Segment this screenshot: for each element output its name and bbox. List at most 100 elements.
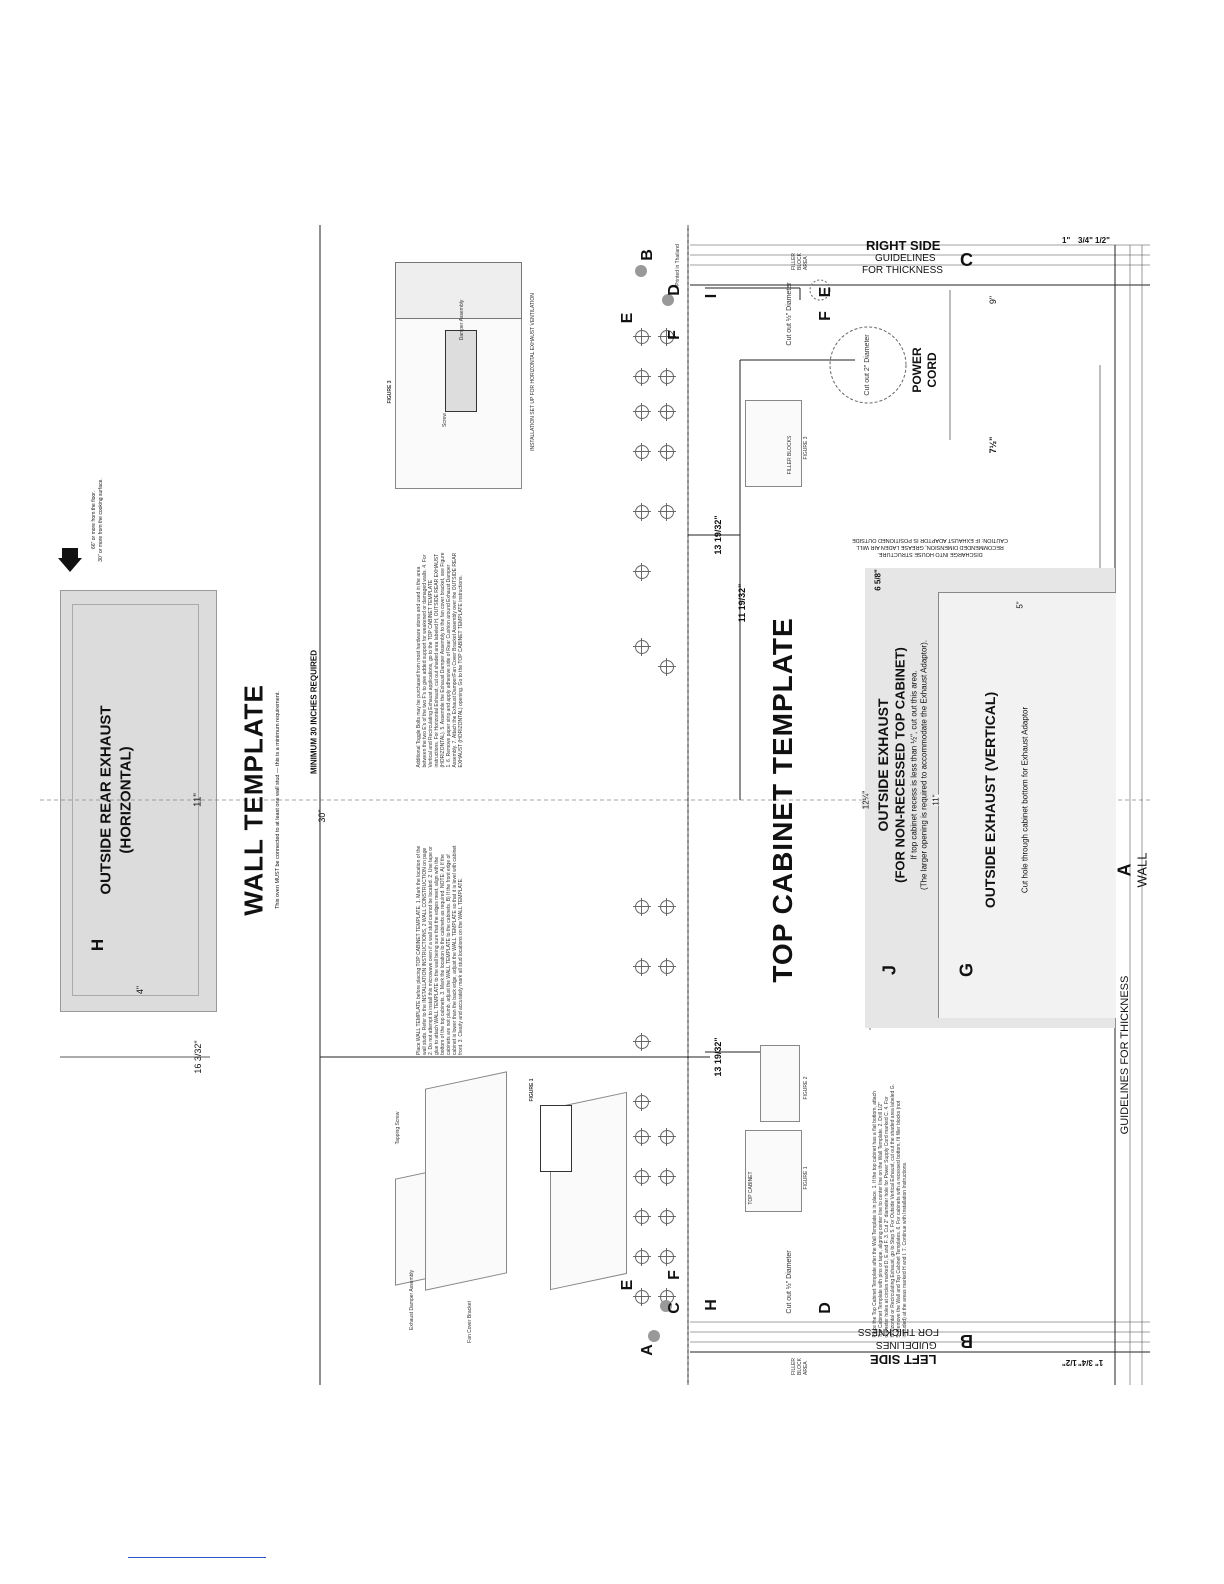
right-side-title: RIGHT SIDE [866,238,941,253]
left-side-line3: FOR THICKNESS [858,1326,939,1337]
mounting-hole [658,443,676,461]
letter-e-top: E [619,312,636,324]
zone-j-dim-6: 6 5/8" [873,569,883,591]
mounting-hole [633,638,651,656]
mounting-hole [633,1248,651,1266]
power-cutout-label: Cut out 2" Diameter [864,334,871,396]
mounting-hole-filled [662,294,674,306]
letter-d-cabinet: D [817,1302,834,1314]
dim-11-19: 11 19/32" [737,583,747,623]
figure-1-bracket [425,1071,507,1291]
letter-i: I [703,293,720,299]
wall-letter: A [1114,863,1135,877]
right-side-line2: GUIDELINES [875,253,936,264]
zone-j-line1: OUTSIDE EXHAUST [875,698,891,832]
mounting-hole [658,1128,676,1146]
right-side-line3: FOR THICKNESS [862,265,943,276]
figure-2-cabinet-label: FIGURE 2 [803,1076,809,1100]
letter-h-cabinet: H [703,1299,720,1311]
power-dim-9: 9" [988,295,998,305]
caution-line-2: RECOMMENDED DIMENSION, GREASE LADEN AIR … [856,544,1004,550]
figure-1-placeholder [540,1105,572,1172]
dim-30: 30" [317,809,327,823]
mounting-hole [658,658,676,676]
mounting-hole [633,1288,651,1306]
outside-rear-exhaust-panel [60,590,217,1012]
zone-j-line4: (The larger opening is required to accom… [919,640,929,890]
letter-f-cabinet: F [817,311,834,321]
instructions-left: Place WALL TEMPLATE before placing TOP C… [416,845,464,1055]
caution-line-3: DISCHARGE INTO HOUSE STRUCTURE. [877,551,983,557]
letter-f: F [666,1270,683,1280]
right-side-letter: C [960,250,973,270]
power-dim-7: 7½" [988,436,998,454]
caution-line-1: CAUTION: IF EXHAUST ADAPTOR IS POSITIONE… [852,537,1008,543]
figure-3-damper [445,330,477,412]
power-cord-line1: POWER [910,347,924,393]
right-dim-1: 1" [1062,236,1071,245]
right-dim-3: 1/2" [1095,236,1110,245]
link-underline[interactable] [128,1557,266,1558]
zone-g-title: OUTSIDE EXHAUST (VERTICAL) [982,691,998,909]
letter-d: D [666,284,683,296]
figure-3-caption: INSTALLATION SET UP FOR HORIZONTAL EXHAU… [530,293,536,451]
printed-in-thailand: Printed in Thailand [675,244,681,286]
mounting-hole [633,563,651,581]
figure-cabinet-2 [760,1045,800,1122]
instructions-right: Additional Toggle Bolts may be purchased… [416,552,464,768]
left-dim-1: 1/2" [1062,1358,1077,1367]
figure-3-damper-label: Damper Assembly [459,299,465,341]
figure-1-label: FIGURE 1 [529,1078,535,1102]
power-cord-line2: CORD [925,352,939,388]
mounting-hole [658,1248,676,1266]
wall-label: WALL [1134,852,1150,888]
letter-f-top: F [666,330,683,340]
mounting-hole [633,1128,651,1146]
filler-block-right: FILLER BLOCK AREA [791,253,809,270]
exhaust-panel-inner [72,604,199,996]
mounting-hole [658,1208,676,1226]
zone-j-dim-12: 12¼" [861,790,871,810]
mounting-hole [633,898,651,916]
mounting-hole [658,958,676,976]
right-dim-2: 3/4" [1078,236,1093,245]
mounting-hole [658,1168,676,1186]
mounting-hole [658,368,676,386]
minimum-required: MINIMUM 30 INCHES REQUIRED [309,649,319,775]
mounting-hole-filled [660,1300,672,1312]
figure-cabinet-3 [745,400,802,487]
mounting-hole [633,1093,651,1111]
zone-j-line2: (FOR NON-RECESSED TOP CABINET) [892,647,908,883]
letter-c: C [666,1302,683,1314]
mounting-hole [633,503,651,521]
filler-blocks-label: FILLER BLOCKS [787,435,793,475]
cutout-small-right: Cut out ½" Diameter [786,282,793,346]
figure-3-cabinet-label: FIGURE 3 [803,436,809,460]
filler-block-left: FILLER BLOCK AREA [791,1358,809,1375]
wall-template-subtitle: This oven MUST be connected to at least … [275,691,281,909]
figure-3-screw: Screw [442,413,448,427]
tapping-screw-label: Tapping Screw [395,1111,401,1145]
zone-g-dim-11: 11" [931,794,941,806]
exhaust-damper-label: Exhaust Damper Assembly [409,1269,415,1331]
zone-j-line3: If top cabinet recess is less than ½", c… [909,670,919,860]
mounting-hole [658,328,676,346]
letter-a: A [639,1344,656,1356]
cutout-small-left: Cut out ½" Diameter [786,1250,793,1314]
left-side-line2: GUIDELINES [876,1339,937,1350]
top-cabinet-fig-label: TOP CABINET [748,1171,754,1205]
figure-1-cabinet-label: FIGURE 1 [803,1166,809,1190]
mounting-hole [633,1168,651,1186]
mounting-hole-filled [635,265,647,277]
figure-3-label: FIGURE 3 [387,380,393,404]
mounting-hole [633,443,651,461]
guidelines-bottom: GUIDELINES FOR THICKNESS [1119,975,1131,1135]
dim-13-top: 13 19/32" [713,515,723,555]
mounting-hole [633,958,651,976]
instructions-cabinet: Place the Top Cabinet Template after the… [872,1084,908,1338]
left-side-title: LEFT SIDE [870,1352,937,1367]
figure-3-cabinet [395,262,522,319]
letter-e-cabinet: E [817,286,834,298]
arrow-icon [58,548,82,572]
